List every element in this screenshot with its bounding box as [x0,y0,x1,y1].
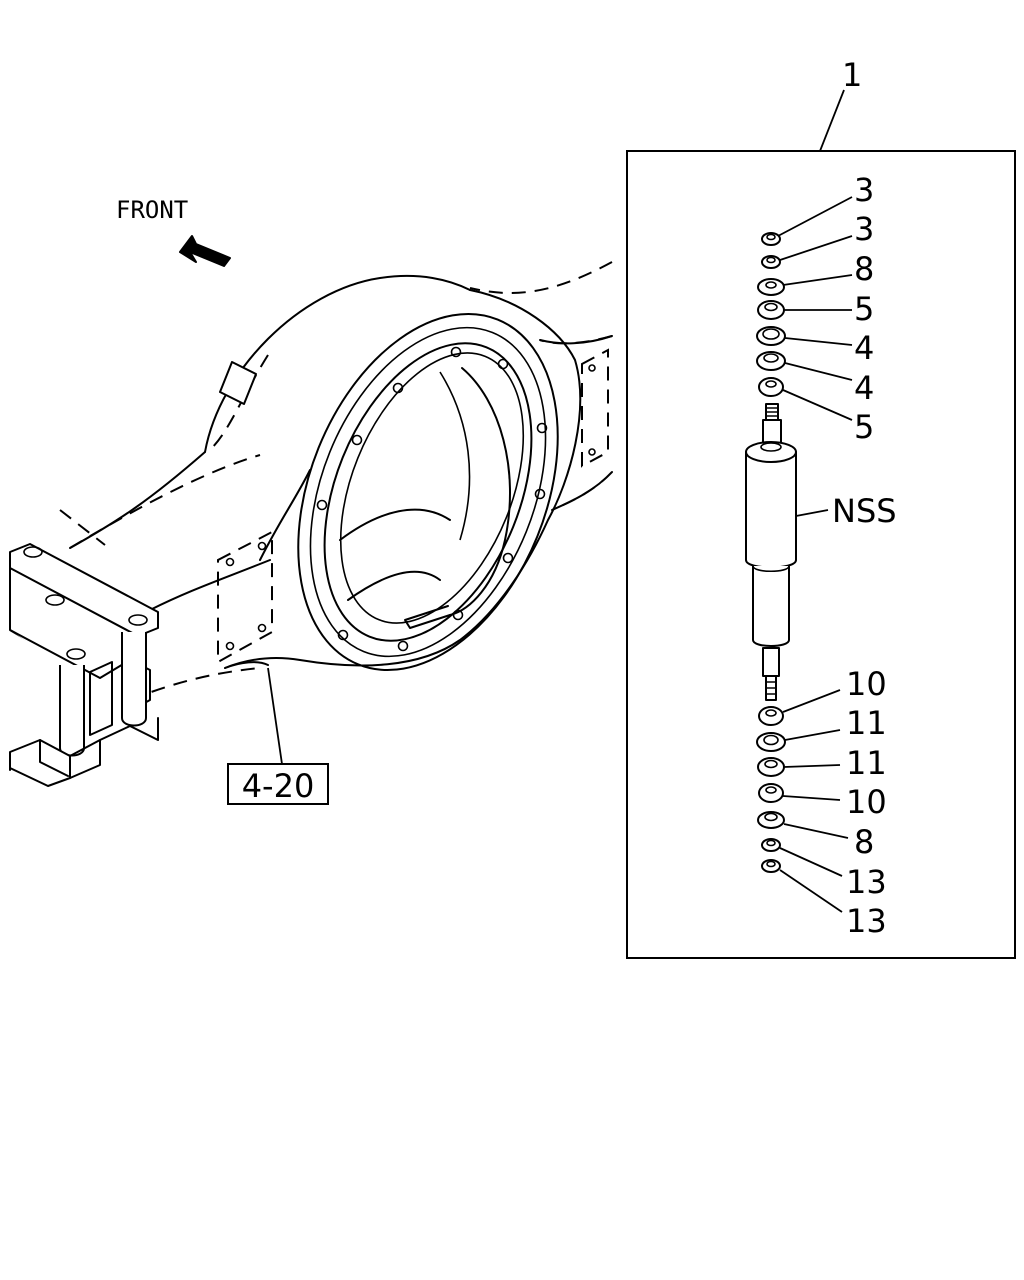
assembly-leader-line [819,89,845,152]
nss-leader-line [795,509,829,517]
bushing-icon [758,783,784,803]
callout-upper-1: 3 [854,171,874,209]
nut-icon [761,859,781,873]
nut-icon [761,232,781,246]
callout-lower-6: 13 [846,863,887,901]
callout-lower-4: 10 [846,783,887,821]
rubber-cup-icon [756,351,786,371]
callout-upper-6: 4 [854,369,874,407]
lower-leader-lines [779,689,849,913]
callout-lower-7: 13 [846,902,887,940]
lower-hardware-stack [756,706,786,873]
callout-lower-2: 11 [846,704,887,742]
bushing-icon [757,300,785,320]
callout-lower-5: 8 [854,823,874,861]
reference-leader-line [267,667,283,765]
washer-icon [757,811,785,829]
callout-upper-4: 5 [854,290,874,328]
callout-upper-5: 4 [854,329,874,367]
reference-box [227,763,329,805]
bushing-icon [758,706,784,726]
nut-icon [761,255,781,269]
rubber-cup-icon [756,326,786,346]
front-label: FRONT [116,196,188,224]
assembly-box [626,150,1016,959]
washer-icon [757,278,785,296]
callout-upper-2: 3 [854,210,874,248]
nut-icon [761,838,781,852]
axle-housing [9,261,613,787]
callout-lower-1: 10 [846,665,887,703]
upper-leader-lines [777,196,853,421]
bushing-icon [758,377,784,397]
upper-hardware-stack [756,232,786,397]
reference-box-label: 4-20 [242,767,315,805]
front-arrow-icon [179,235,231,267]
rubber-cup-icon [757,757,785,777]
shock-absorber [745,403,797,701]
shock-absorber-label: NSS [832,492,897,530]
callout-upper-3: 8 [854,250,874,288]
rubber-cup-icon [756,732,786,752]
callout-lower-3: 11 [846,744,887,782]
callout-upper-7: 5 [854,408,874,446]
assembly-callout: 1 [842,56,862,94]
